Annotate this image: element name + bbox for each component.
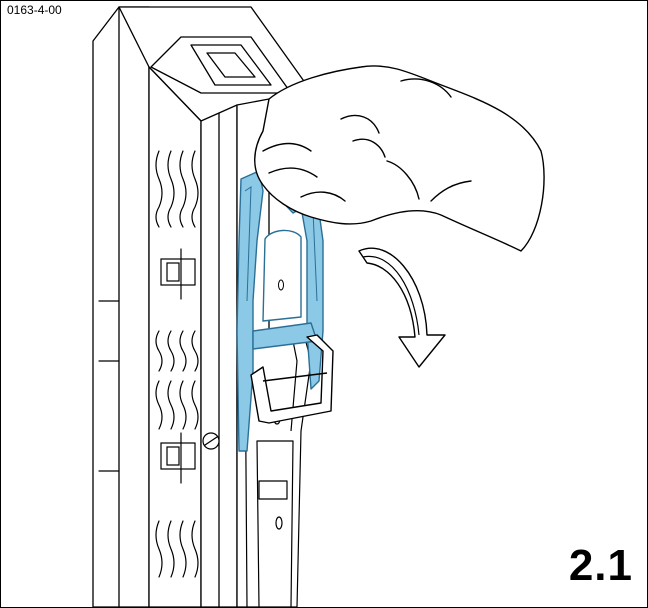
rotation-arrow-icon bbox=[358, 247, 446, 368]
housing-details bbox=[98, 150, 220, 578]
lift-bracket bbox=[250, 334, 334, 424]
hand-icon bbox=[254, 65, 545, 252]
fuse-switch-housing bbox=[92, 6, 312, 607]
handle-details bbox=[244, 186, 318, 302]
step-number: 2.1 bbox=[568, 541, 633, 590]
reference-code: 0163-4-00 bbox=[7, 3, 62, 17]
